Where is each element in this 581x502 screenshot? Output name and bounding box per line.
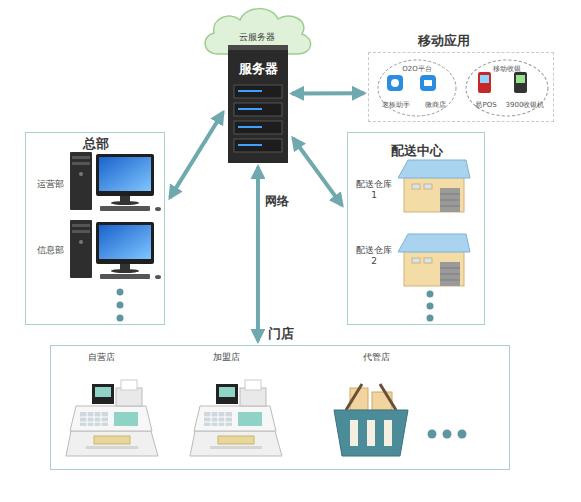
node-text: 运营部 [30,179,70,190]
phone-screen [480,75,489,83]
ellipsis-dot [117,315,124,322]
node-title: 总部 [26,136,166,152]
double-arrow [170,112,223,197]
cashier-ellipse: 移动收银易POS3900收银机 [465,59,549,117]
drive-light [238,126,262,128]
ellipsis-dot [443,430,452,439]
node-title: O2O平台 [377,65,457,73]
headquarters-box: 总部运营部信息部 [25,132,165,325]
ellipsis-dot [427,315,434,322]
node-text: 自营店 [71,352,131,363]
phone-icon [478,72,491,93]
double-arrow [292,91,364,95]
basket-slot [384,420,392,446]
phone-screen [516,75,525,83]
ellipse-outline [378,60,456,116]
drive-bay [234,121,282,134]
ellipsis-dot [428,430,437,439]
drive-light [238,108,262,110]
computer-icon [70,220,161,279]
node-text: 微商店 [415,101,455,109]
app-icon-glyph [391,79,399,87]
node-text: 3900收银机 [501,101,549,109]
basket-handle [380,384,396,410]
phone-icon [514,72,527,93]
cash-register-icon [190,380,282,456]
cloud-outline [205,9,311,54]
node-text: 配送仓库 1 [352,179,396,201]
node-text: 加盟店 [196,352,256,363]
basket-slot [367,420,375,446]
warehouse-icon [398,234,470,286]
drive-light [238,90,262,92]
node-text: 信息部 [30,245,70,256]
double-arrow [293,138,342,205]
platform-ellipse: O2O平台老板助手微商店 [377,59,457,117]
server-top [228,45,288,50]
drive-bay [234,139,282,152]
basket-slot [350,420,358,446]
ellipsis-dot [427,303,434,310]
ellipsis-dot [117,302,124,309]
node-title: 门店 [251,326,311,342]
store-box: 门店自营店加盟店代管店 [50,345,510,470]
basket-body [334,410,408,456]
server-node: 服务器 [228,45,288,163]
ellipsis-dot [117,289,124,296]
app-icon-glyph [424,80,432,86]
ellipsis-dot [427,291,434,298]
computer-icon [70,152,161,211]
node-text: 易POS [467,101,505,109]
node-text: 代管店 [346,352,406,363]
node-title: 移动应用 [389,33,499,49]
node-title: 移动收银 [465,65,549,73]
basket-handle [346,384,362,410]
node-title: 服务器 [222,61,294,77]
warehouse-icon [398,160,470,212]
node-text: 老板助手 [377,101,415,109]
app-icon [387,75,403,91]
app-group-box: 移动应用O2O平台老板助手微商店移动收银易POS3900收银机 [368,52,554,122]
distribution-box: 配送中心配送仓库 1 配送仓库 2 [347,132,485,325]
node-text: 配送仓库 2 [352,245,396,267]
app-icon [420,75,436,91]
cash-register-icon [66,380,158,456]
node-title: 云服务器 [198,32,316,43]
drive-light [238,144,262,146]
drive-bay [234,85,282,98]
drive-bay [234,103,282,116]
ellipsis-dot [458,430,467,439]
node-title: 配送中心 [348,143,486,159]
double-arrow [256,167,260,341]
edge-label: 网络 [265,193,289,210]
basket-icon [334,384,408,456]
